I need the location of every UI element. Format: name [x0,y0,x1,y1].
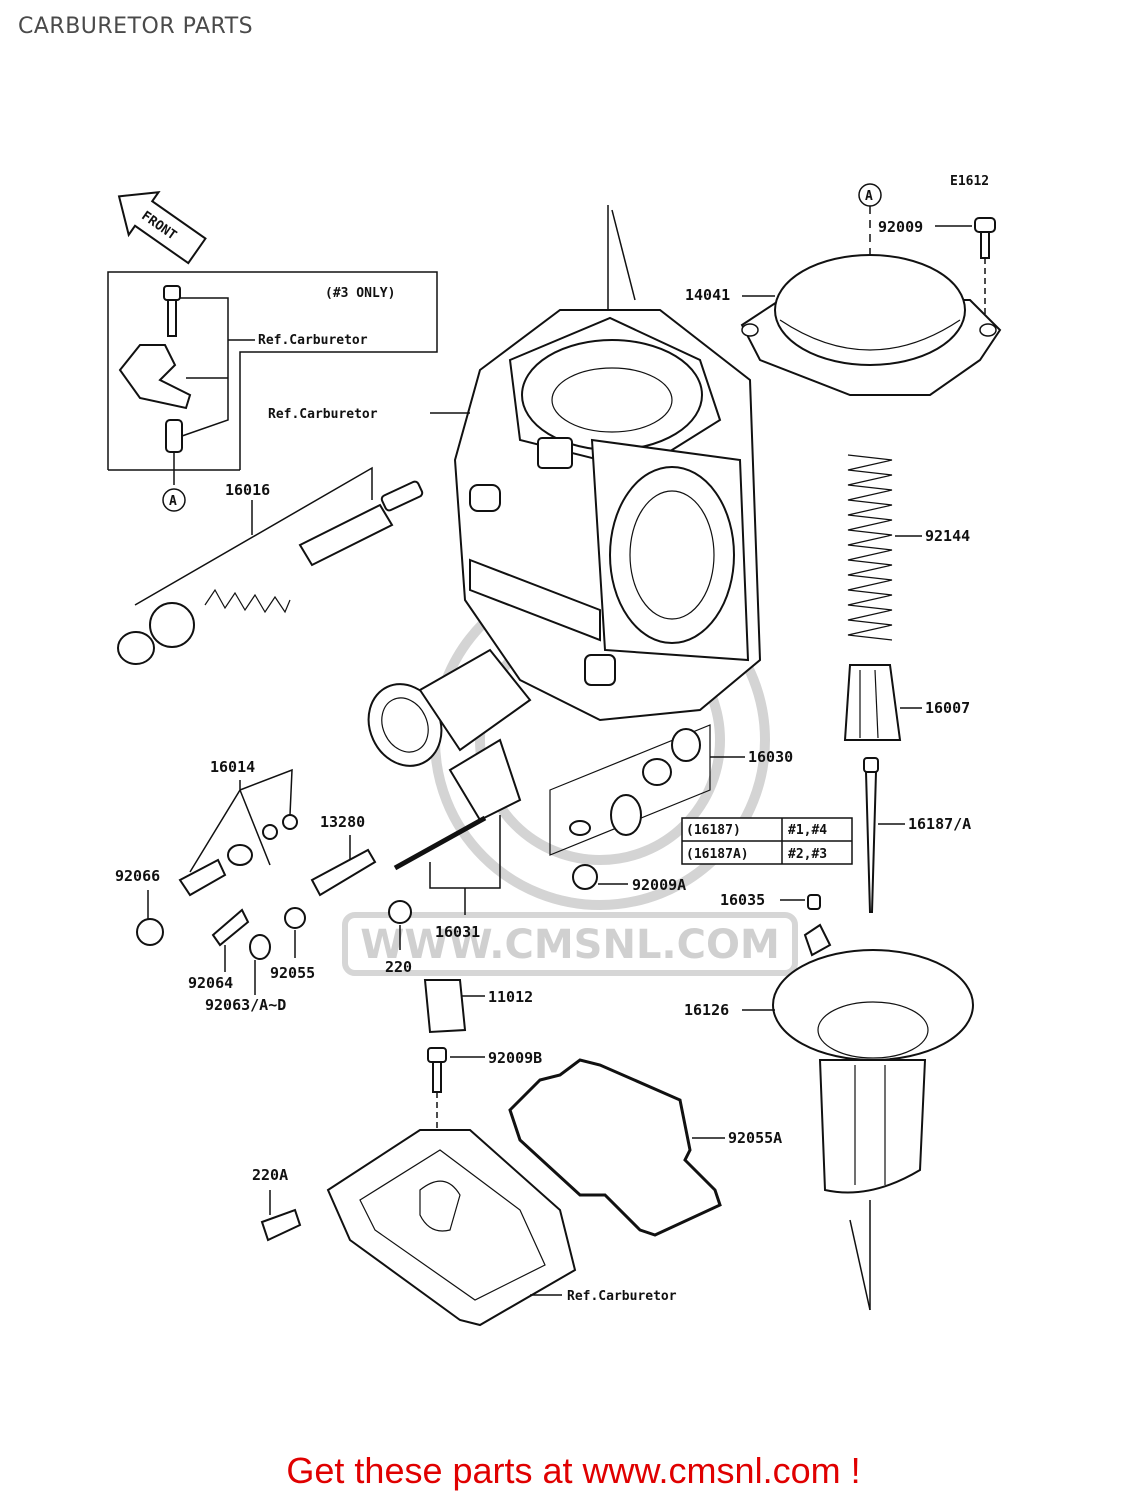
jet-table-cyl-2: #2,#3 [788,847,827,862]
gasket-92055a: 92055A [508,1058,782,1237]
ref-a-circle-1: A [169,494,177,509]
vacuum-piston: 16035 16126 [684,891,974,1311]
label-92009a: 92009A [632,876,686,894]
pilot-screw-set: 16014 92066 92064 92063/A~D 13280 92055 [115,758,377,1014]
note-3-only: (#3 ONLY) [325,286,395,301]
label-14041: 14041 [685,286,730,304]
plug-92009a: 92009A [572,864,686,894]
label-92009b: 92009B [488,1049,542,1067]
jet-table-cyl-1: #1,#4 [788,823,827,838]
label-13280: 13280 [320,813,365,831]
diagram-code: E1612 [950,174,989,189]
label-16031: 16031 [435,923,480,941]
jet-table-part-1: (16187) [686,823,741,838]
kit-16030: 16030 [549,724,793,856]
label-92055: 92055 [270,964,315,982]
needle-holder-16007: 16007 [843,664,970,741]
page-title: CARBURETOR PARTS [18,14,254,39]
label-11012: 11012 [488,988,533,1006]
label-16030: 16030 [748,748,793,766]
float-bowl: Ref.Carburetor 220A [252,1129,677,1327]
footer-link[interactable]: Get these parts at www.cmsnl.com ! [286,1450,861,1491]
ref-carburetor-1: Ref.Carburetor [258,333,368,348]
float-pin: 16031 220 [385,815,501,976]
label-16016: 16016 [225,481,270,499]
bracket-inset: (#3 ONLY) Ref.Carburetor A [107,271,438,512]
jet-table: (16187) #1,#4 (16187A) #2,#3 [681,817,853,865]
label-92009: 92009 [878,218,923,236]
label-16187a: 16187/A [908,815,971,833]
ref-a-circle-2: A [865,189,873,204]
front-arrow-icon: FRONT [117,191,207,265]
label-16126: 16126 [684,1001,729,1019]
jet-table-part-2: (16187A) [686,847,749,862]
label-92055a: 92055A [728,1129,782,1147]
top-cover: A 14041 92009 [685,183,1002,396]
label-92066: 92066 [115,867,160,885]
label-220a: 220A [252,1166,288,1184]
label-92064: 92064 [188,974,233,992]
jet-needle: 16187/A [863,757,971,913]
label-220: 220 [385,958,412,976]
label-92144: 92144 [925,527,970,545]
throttle-intake [367,648,532,822]
spring-92144: 92144 [847,454,970,641]
parts-diagram: WWW.CMSNL.COM E1612 FRONT (#3 ONLY) Ref.… [107,174,1002,1327]
label-16014: 16014 [210,758,255,776]
label-92063: 92063/A~D [205,996,286,1014]
screw-92009b: 92009B [427,1047,542,1135]
watermark-text: WWW.CMSNL.COM [360,922,780,968]
ref-carburetor-2: Ref.Carburetor [268,407,378,422]
carburetor-body: Ref.Carburetor [268,205,762,722]
label-16035: 16035 [720,891,765,909]
cap-11012: 11012 [423,979,533,1034]
label-16007: 16007 [925,699,970,717]
ref-carburetor-3: Ref.Carburetor [567,1289,677,1304]
starter-plunger: 16016 [117,466,424,665]
